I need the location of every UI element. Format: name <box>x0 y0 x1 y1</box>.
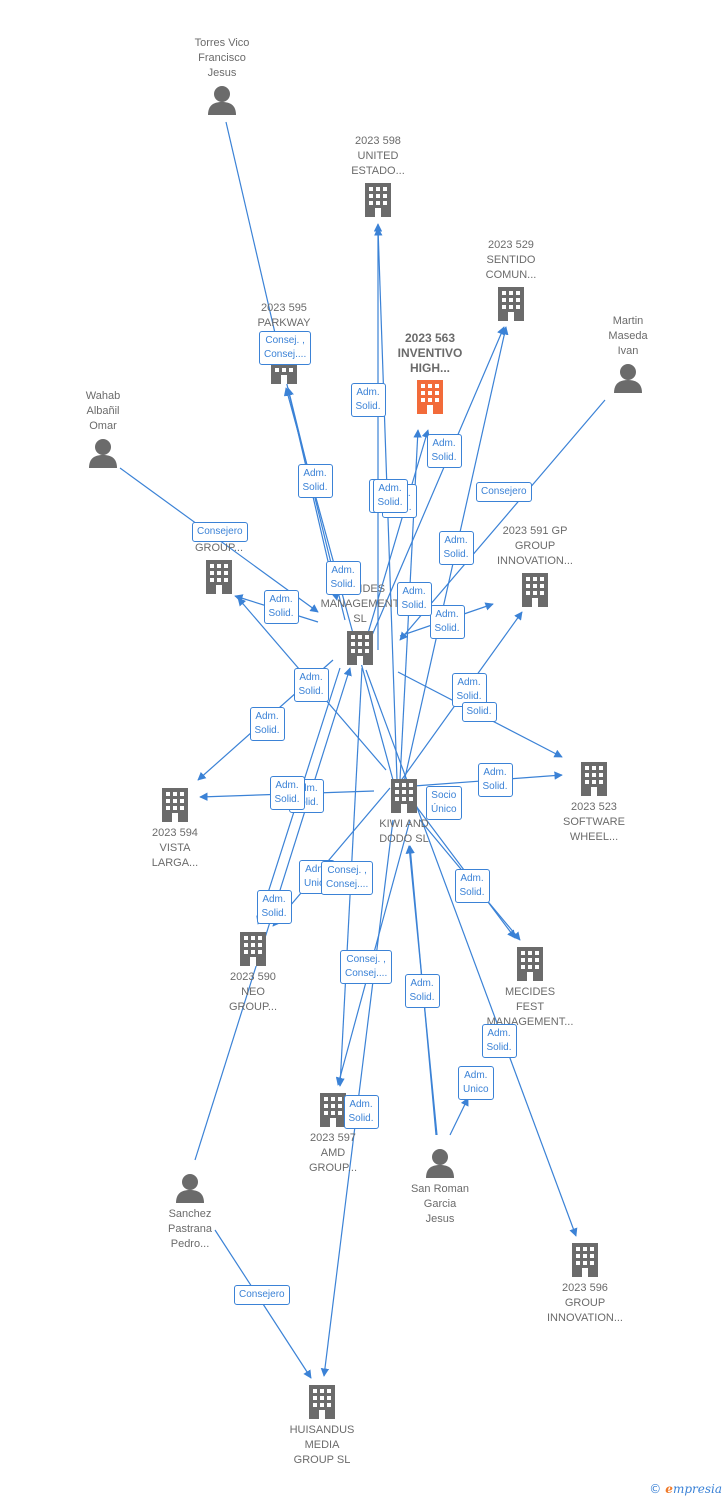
node-label-g523[interactable]: 2023 523 SOFTWARE WHEEL... <box>563 801 625 843</box>
node-label-sanchez[interactable]: Sanchez Pastrana Pedro... <box>167 1208 213 1250</box>
edge-label-mecidesmgmt-to-g523[interactable]: Solid. <box>461 702 497 722</box>
edge-label-sanroman-to-kiwi[interactable]: Consej. , Consej.... <box>340 950 393 984</box>
node-label-sentido[interactable]: 2023 529 SENTIDO COMUN... <box>485 239 537 281</box>
edge-label-mecidesmgmt-to-g597[interactable]: Consej. , Consej.... <box>321 861 374 895</box>
node-label-inventivo[interactable]: 2023 563 INVENTIVO HIGH... <box>397 331 463 375</box>
edge-label-wahab-to-mecidesmgmt[interactable]: Consejero <box>192 522 248 542</box>
edge-label-mecidesmgmt-to-g596[interactable]: Adm. Solid. <box>481 1024 517 1058</box>
edge-mecidesmgmt-to-inventivo <box>365 429 430 641</box>
node-label-huisandus[interactable]: HUISANDUS MEDIA GROUP SL <box>289 1424 355 1466</box>
edge-label-kiwi-to-mecidesfest[interactable]: Adm. Solid. <box>343 1095 379 1129</box>
node-label-g591[interactable]: 2023 591 GP GROUP INNOVATION... <box>497 525 573 567</box>
edge-mecidesmgmt-to-g590 <box>409 797 516 939</box>
node-label-g590[interactable]: 2023 590 NEO GROUP... <box>228 971 278 1013</box>
edge-label-martin-to-mecidesmgmt[interactable]: Consejero <box>476 482 532 502</box>
edge-label-kiwi-to-sentido[interactable]: Adm. Solid. <box>438 531 474 565</box>
copyright-symbol: © <box>649 1482 662 1496</box>
node-label-sanroman[interactable]: San Roman Garcia Jesus <box>410 1183 470 1225</box>
edge-label-kiwi-to-g592[interactable]: Adm. Solid. <box>293 668 329 702</box>
edge-label-mecidesmgmt-to-g591[interactable]: Adm. Solid. <box>429 605 465 639</box>
node-label-g596[interactable]: 2023 596 GROUP INNOVATION... <box>547 1282 623 1324</box>
edge-label-sanchez-to-huisandus[interactable]: Consejero <box>234 1285 290 1305</box>
edge-label-mecidesmgmt-to-g590[interactable]: Adm. Solid. <box>454 869 490 903</box>
node-label-kiwi[interactable]: KIWI AND DODO SL <box>379 818 429 845</box>
edge-label-mecidesmgmt-to-parkway[interactable]: Adm. Solid. <box>297 464 333 498</box>
edge-label-mecidesmgmt-to-g594[interactable]: Adm. Solid. <box>269 776 305 810</box>
node-label-wahab[interactable]: Wahab Albañil Omar <box>85 390 121 432</box>
node-label-g597[interactable]: 2023 597 AMD GROUP... <box>308 1132 358 1174</box>
edge-sanroman-to-kiwi <box>365 669 578 1237</box>
edge-mecidesmgmt-to-sentido <box>369 326 505 641</box>
node-label-united[interactable]: 2023 598 UNITED ESTADO... <box>351 135 405 177</box>
brand-footer[interactable]: ©empresia <box>649 1482 722 1496</box>
edge-label-kiwi-to-g597[interactable]: Adm. Solid. <box>404 974 440 1008</box>
edge-label-sanroman-to-mecidesfest[interactable]: Adm. Unico <box>458 1066 494 1100</box>
brand-name: mpresia <box>672 1482 722 1496</box>
edge-label-kiwi-to-parkway[interactable]: Adm. Solid. <box>325 561 361 595</box>
edge-label-kiwi-to-g591[interactable]: Adm. Solid. <box>451 673 487 707</box>
edge-label-mecidesmgmt-to-g594[interactable]: Adm. Solid. <box>249 707 285 741</box>
node-label-torres[interactable]: Torres Vico Francisco Jesus <box>194 37 250 79</box>
edge-label-kiwi-to-united[interactable]: Adm. Solid. <box>372 479 408 513</box>
edge-label-mecidesmgmt-to-united[interactable]: Adm. Solid. <box>350 383 386 417</box>
brand-initial: e <box>665 1482 673 1496</box>
edge-label-torres-to-mecidesmgmt[interactable]: Consej. , Consej.... <box>259 331 312 365</box>
edge-mecidesmgmt-to-g596 <box>449 1097 469 1136</box>
edge-label-mecidesmgmt-to-inventivo[interactable]: Adm. Solid. <box>426 434 462 468</box>
edge-label-kiwi-to-mecidesfest[interactable]: Socio Único <box>426 786 462 820</box>
node-label-g594[interactable]: 2023 594 VISTA LARGA... <box>151 827 199 869</box>
edge-martin-to-mecidesmgmt <box>399 399 606 641</box>
node-label-martin[interactable]: Martin Maseda Ivan <box>608 315 648 357</box>
edge-label-kiwi-to-g590[interactable]: Adm. Solid. <box>256 890 292 924</box>
edge-label-kiwi-to-g523[interactable]: Adm. Solid. <box>477 763 513 797</box>
edge-label-mecidesmgmt-to-g592[interactable]: Adm. Solid. <box>263 590 299 624</box>
edge-label-kiwi-to-huisandus[interactable]: Adm. Solid. <box>396 582 432 616</box>
edge-mecidesmgmt-to-g594 <box>272 787 391 927</box>
